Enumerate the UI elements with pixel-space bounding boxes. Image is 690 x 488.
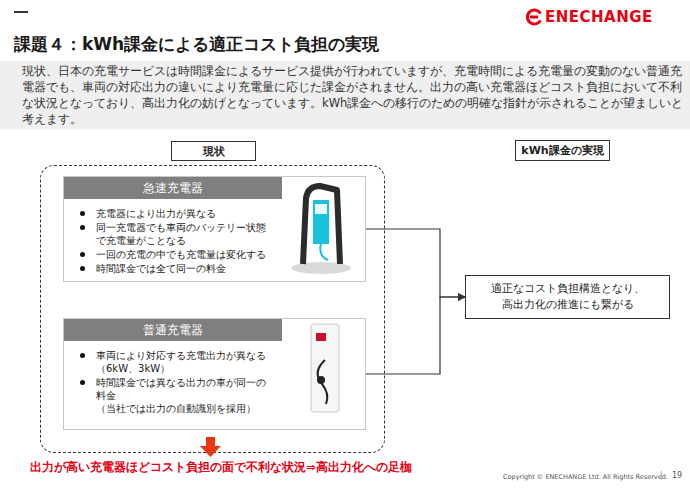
bullet-row: 充電器により出力が異なる bbox=[74, 207, 279, 220]
bullet-text: 充電器により出力が異なる bbox=[96, 207, 279, 220]
bullet-row: 車両により対応する充電出力が異なる （6kW、3kW） bbox=[74, 349, 279, 375]
down-arrow bbox=[200, 437, 221, 457]
bullet-dot bbox=[80, 225, 85, 230]
top-dash bbox=[14, 11, 28, 13]
bullet-dot bbox=[80, 380, 85, 385]
card-header: 普通充電器 bbox=[64, 319, 282, 341]
footer-separator: | bbox=[660, 471, 668, 481]
bullet-text: 車両により対応する充電出力が異なる （6kW、3kW） bbox=[96, 349, 279, 375]
charger-frame bbox=[303, 186, 340, 264]
flow-connector bbox=[366, 229, 465, 297]
charger-badge bbox=[316, 333, 326, 341]
normal-charger-box: 普通充電器車両により対応する充電出力が異なる （6kW、3kW）時間課金では異な… bbox=[63, 318, 366, 430]
bullet-dot bbox=[80, 353, 85, 358]
bullet-text: 時間課金では全て同一の料金 bbox=[96, 262, 279, 275]
bullet-text: 同一充電器でも車両のバッテリー状態 で充電量がことなる bbox=[96, 221, 279, 247]
bullet-row: 時間課金では全て同一の料金 bbox=[74, 262, 279, 275]
box-text: 適正なコスト負担構造となり、 高出力化の推進にも繋がる bbox=[486, 281, 649, 313]
flow-connector bbox=[366, 297, 465, 374]
normal-charger-illustration bbox=[311, 324, 339, 412]
bullet-row: 同一充電器でも車両のバッテリー状態 で充電量がことなる bbox=[74, 221, 279, 247]
charger-cable bbox=[318, 360, 328, 404]
result-box: 適正なコスト負担構造となり、 高出力化の推進にも繋がる bbox=[465, 275, 670, 319]
goal-tag: kWh課金の実現 bbox=[515, 140, 610, 161]
bullet-dot bbox=[80, 266, 85, 271]
current-state-group: 現状急速充電器充電器により出力が異なる同一充電器でも車両のバッテリー状態 で充電… bbox=[40, 165, 385, 453]
charger-panel bbox=[313, 200, 329, 244]
card-header: 急速充電器 bbox=[64, 177, 282, 199]
conclusion-note: 出力が高い充電器ほどコスト負担の面で不利な状況⇒高出力化への足枷 bbox=[30, 460, 450, 475]
logo-ring bbox=[527, 10, 540, 24]
charger-plug bbox=[317, 376, 325, 384]
charger-cable bbox=[320, 244, 328, 260]
bullet-dot bbox=[80, 211, 85, 216]
bullet-list: 車両により対応する充電出力が異なる （6kW、3kW）時間課金では異なる出力の車… bbox=[74, 349, 279, 416]
fast-charger-box: 急速充電器充電器により出力が異なる同一充電器でも車両のバッテリー状態 で充電量が… bbox=[63, 176, 366, 282]
bullet-row: 時間課金では異なる出力の車が同一の 料金 （当社では出力の自動識別を採用） bbox=[74, 376, 279, 415]
fast-charger-illustration bbox=[291, 186, 351, 274]
tag-text: kWh課金の実現 bbox=[521, 143, 603, 159]
bullet-text: 時間課金では異なる出力の車が同一の 料金 （当社では出力の自動識別を採用） bbox=[96, 376, 279, 415]
down-arrow-head bbox=[200, 446, 221, 457]
slide-title: 課題４：kWh課金による適正コスト負担の実現 bbox=[14, 33, 534, 56]
bullet-row: 一回の充電の中でも充電量は変化する bbox=[74, 248, 279, 261]
group-heading: 現状 bbox=[171, 141, 256, 161]
bullet-dot bbox=[80, 252, 85, 257]
charger-body bbox=[311, 324, 339, 412]
bullet-list: 充電器により出力が異なる同一充電器でも車両のバッテリー状態 で充電量がことなる一… bbox=[74, 207, 279, 276]
intro-band bbox=[0, 61, 690, 129]
charger-screen bbox=[315, 204, 327, 214]
logo-text: ENECHANGE bbox=[545, 8, 685, 28]
charger-base bbox=[291, 262, 351, 274]
copyright-text: Copyright © ENECHANGE Ltd. All Rights Re… bbox=[503, 473, 653, 481]
down-arrow-shaft bbox=[206, 437, 215, 446]
page-number: 19 bbox=[672, 471, 688, 481]
intro-paragraph: 現状、日本の充電サービスは時間課金によるサービス提供が行われていますが、充電時間… bbox=[22, 63, 686, 127]
logo-mark bbox=[527, 10, 540, 24]
logo-bar bbox=[530, 16, 538, 19]
bullet-text: 一回の充電の中でも充電量は変化する bbox=[96, 248, 279, 261]
